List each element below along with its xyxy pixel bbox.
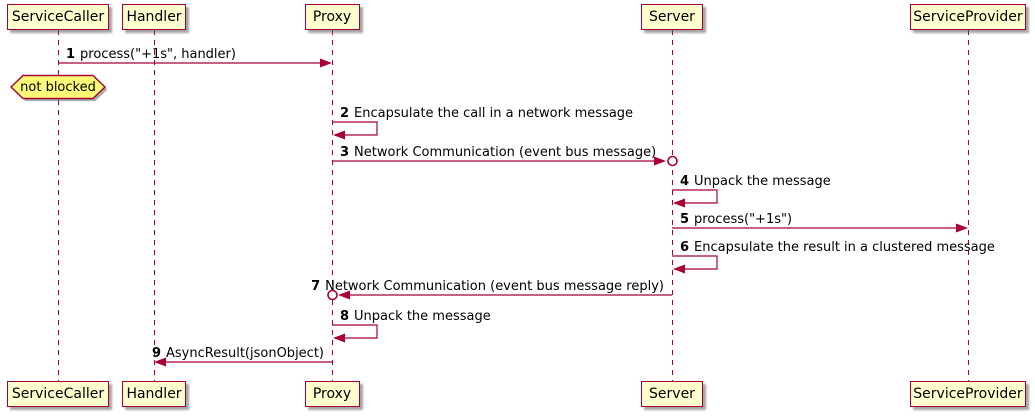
participant-label: ServiceCaller	[11, 386, 105, 402]
participant-label: ServiceProvider	[913, 386, 1023, 402]
participant-label: Handler	[126, 386, 182, 402]
message-text: Unpack the message	[354, 309, 491, 324]
message-text: Network Communication (event bus message…	[325, 279, 664, 294]
message-text: process("+1s", handler)	[80, 47, 236, 62]
message-endpoint-circle-3	[667, 155, 678, 167]
message-text: Encapsulate the call in a network messag…	[354, 106, 634, 121]
participant-label: Proxy	[312, 386, 352, 402]
participant-box-bottom-ServiceProvider: ServiceProvider	[910, 381, 1026, 407]
message-arrowhead-8	[333, 333, 345, 343]
message-text: Encapsulate the result in a clustered me…	[694, 240, 995, 255]
message-text: process("+1s")	[694, 212, 793, 227]
message-label-9: 9 AsyncResult(jsonObject)	[152, 346, 324, 361]
note-label-text: not blocked	[20, 79, 96, 95]
message-arrowhead-7	[338, 290, 350, 300]
message-number: 8	[340, 309, 350, 324]
message-label-3: 3 Network Communication (event bus messag…	[340, 145, 656, 160]
participant-label: Server	[649, 9, 695, 25]
message-line-2	[332, 121, 378, 136]
participant-box-bottom-Handler: Handler	[122, 381, 186, 407]
participant-label: ServiceProvider	[913, 9, 1023, 25]
message-arrowhead-9	[154, 357, 166, 367]
message-number: 6	[680, 240, 690, 255]
message-number: 1	[66, 47, 76, 62]
message-arrowhead-1	[320, 58, 332, 68]
message-number: 7	[311, 279, 321, 294]
message-number: 4	[680, 174, 690, 189]
message-label-8: 8 Unpack the message	[340, 309, 491, 324]
participant-label: ServiceCaller	[11, 9, 105, 25]
participant-label: Handler	[126, 9, 182, 25]
participant-box-top-Handler: Handler	[122, 4, 186, 30]
message-line-6	[672, 255, 718, 270]
message-label-2: 2 Encapsulate the call in a network messa…	[340, 106, 633, 121]
message-label-7: 7 Network Communication (event bus messag…	[311, 279, 664, 294]
message-line-8	[332, 324, 378, 339]
note-hexagon	[9, 74, 107, 100]
message-arrowhead-5	[956, 223, 968, 233]
message-line-4	[672, 189, 718, 204]
participant-box-bottom-Proxy: Proxy	[304, 381, 360, 407]
message-label-1: 1 process("+1s", handler)	[66, 47, 236, 62]
message-label-6: 6 Encapsulate the result in a clustered m…	[680, 240, 995, 255]
participant-label: Server	[649, 386, 695, 402]
message-endpoint-circle-7	[327, 289, 338, 301]
message-label-4: 4 Unpack the message	[680, 174, 831, 189]
participant-box-bottom-ServiceCaller: ServiceCaller	[7, 381, 109, 407]
message-number: 2	[340, 106, 350, 121]
message-arrowhead-2	[333, 130, 345, 140]
message-text: Unpack the message	[694, 174, 831, 189]
message-label-5: 5 process("+1s")	[680, 212, 792, 227]
message-text: Network Communication (event bus message…	[354, 145, 657, 160]
participant-box-top-Proxy: Proxy	[304, 4, 360, 30]
message-number: 3	[340, 145, 350, 160]
participant-box-top-ServiceProvider: ServiceProvider	[910, 4, 1026, 30]
message-arrowhead-3	[654, 156, 666, 166]
note-label: not blocked	[11, 76, 105, 99]
message-number: 5	[680, 212, 690, 227]
message-number: 9	[151, 346, 162, 361]
participant-box-bottom-Server: Server	[641, 381, 703, 407]
participant-box-top-ServiceCaller: ServiceCaller	[7, 4, 109, 30]
message-text: AsyncResult(jsonObject)	[166, 346, 324, 361]
participant-box-top-Server: Server	[641, 4, 703, 30]
participant-label: Proxy	[312, 9, 352, 25]
message-arrowhead-6	[673, 264, 685, 274]
message-arrowhead-4	[673, 198, 685, 208]
